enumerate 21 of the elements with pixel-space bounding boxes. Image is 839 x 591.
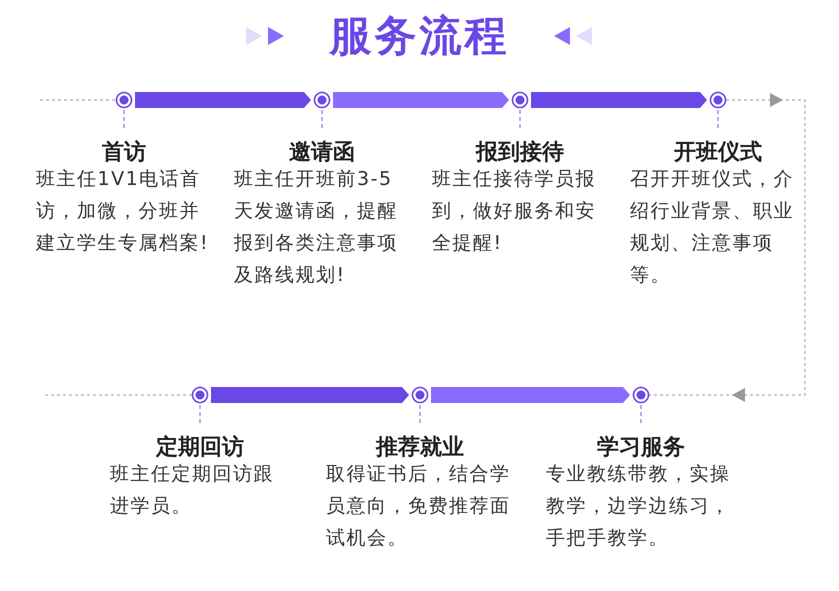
- step-description: 班主任1V1电话首访，加微，分班并建立学生专属档案!: [36, 167, 210, 256]
- step-title: 报到接待: [474, 139, 565, 167]
- title: 服务流程: [330, 11, 510, 60]
- arrow: [649, 93, 806, 402]
- step-description: 取得证书后，结合学员意向，免费推荐面试机会。: [326, 462, 512, 551]
- step-description: 班主任接待学员报到，做好服务和安全提醒!: [432, 167, 597, 256]
- step-description: 召开开班仪式，介绍行业背景、职业规划、注意事项等。: [630, 167, 795, 288]
- arrow-bar: [135, 92, 311, 108]
- step-title: 学习服务: [596, 434, 686, 462]
- step-title: 首访: [101, 138, 147, 167]
- step-description: 专业教练带教，实操教学，边学边练习，手把手教学。: [546, 462, 732, 551]
- step-description: 班主任开班前3-5天发邀请函，提醒报到各类注意事项及路线规划!: [234, 167, 399, 288]
- arrow-bar: [333, 92, 509, 108]
- step-title: 推荐就业: [374, 434, 465, 462]
- arrow-bar: [531, 92, 707, 108]
- step-title: 邀请函: [288, 139, 356, 167]
- step-description: 班主任定期回访跟进学员。: [110, 462, 275, 519]
- step-title: 开班仪式: [672, 139, 763, 167]
- step-title: 定期回访: [154, 434, 245, 462]
- arrow-bar: [431, 387, 630, 403]
- arrow-bar: [211, 387, 409, 403]
